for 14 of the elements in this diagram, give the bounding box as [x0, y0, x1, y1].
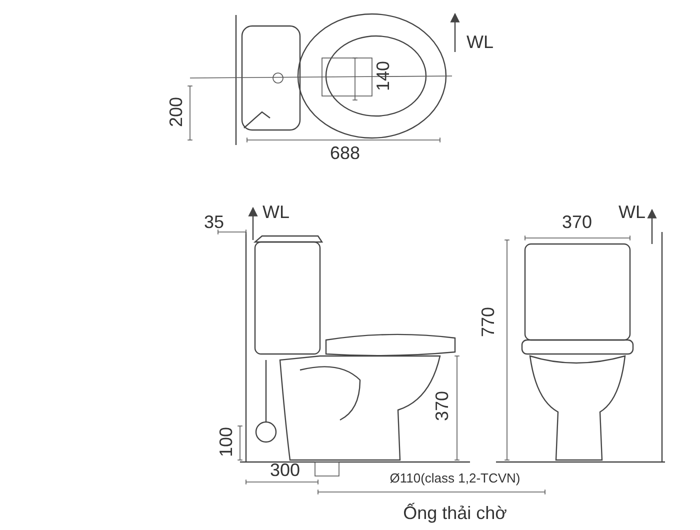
dimension-label: 300	[270, 461, 300, 479]
dimension-label: WL	[466, 33, 494, 51]
dimension-label: 35	[204, 213, 224, 231]
dimension-label: 770	[479, 306, 497, 338]
dimension-label: 200	[167, 96, 185, 128]
dimension-label: Ø110(class 1,2-TCVN)	[390, 472, 520, 484]
dimension-label: WL	[618, 203, 646, 221]
dimension-label: 140	[374, 60, 392, 92]
dimension-label: WL	[262, 203, 290, 221]
dimension-label: 688	[330, 144, 360, 162]
dimension-label: Ống thải chờ	[403, 504, 507, 522]
dimension-label: 100	[217, 426, 235, 458]
dimension-label: 370	[433, 390, 451, 422]
dimension-label: 370	[562, 213, 592, 231]
